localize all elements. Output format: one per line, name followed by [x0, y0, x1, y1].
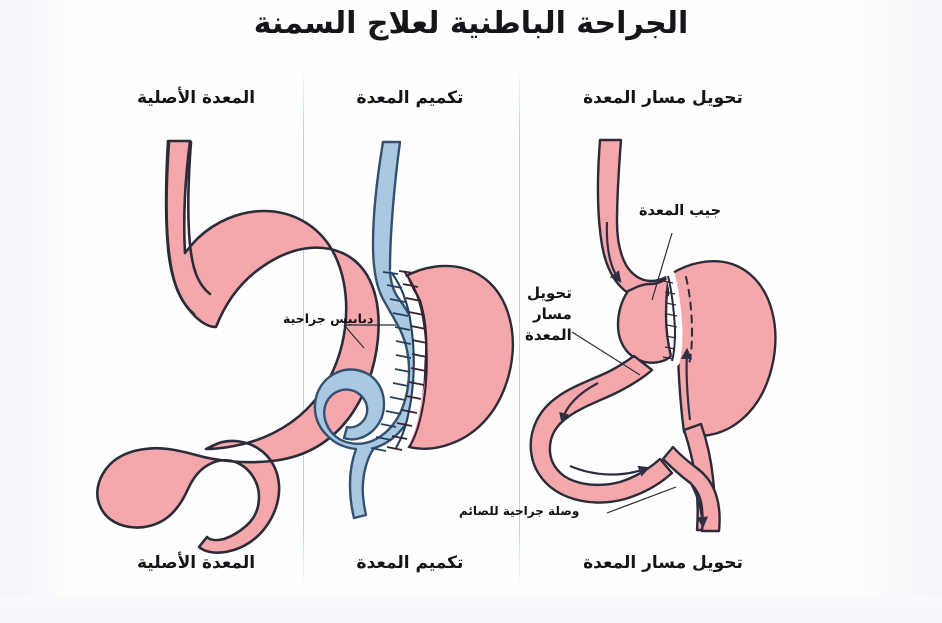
panel-header-normal-stomach: المعدة الأصلية [136, 88, 256, 108]
page-title: الجراحة الباطنية لعلاج السمنة [253, 6, 689, 41]
sleeve-staple-ticks-left [370, 271, 412, 452]
panel-footer-sleeve-gastrectomy: تكميم المعدة [356, 553, 464, 573]
canvas-edge-bottom [0, 596, 942, 623]
sleeve-staple-ticks-right [386, 270, 428, 451]
bypass-flow-arrows [559, 221, 709, 529]
bypass-stomach-remnant [669, 260, 777, 437]
panel-divider-1 [303, 68, 304, 588]
panel-footer-normal-stomach: المعدة الأصلية [136, 553, 256, 573]
bypass-route-leader-line [571, 331, 641, 376]
annotation-surgical-staples: دبابيس جراحية [283, 311, 374, 326]
canvas-edge-left [0, 0, 80, 623]
bypass-resection-gap [665, 269, 683, 367]
sleeve-remaining-tube [313, 140, 425, 520]
annotation-bypass-route-line-3: المعدة [525, 326, 572, 344]
staples-leader-line [343, 324, 396, 349]
annotation-jejunum-anastomosis: وصلة جراحية للصائم [459, 504, 580, 518]
bypass-roux-limb [529, 354, 674, 504]
bypass-gastric-pouch [616, 274, 673, 364]
normal-stomach-outline-group [165, 140, 212, 316]
annotation-bypass-route: تحويل مسار المعدة [525, 283, 572, 346]
panel-divider-2 [519, 68, 520, 588]
illustration-gastric-bypass [529, 138, 777, 533]
illustration-sleeve-gastrectomy [313, 140, 515, 520]
panel-header-gastric-bypass: تحويل مسار المعدة [583, 88, 743, 108]
pouch-leader-line [651, 232, 673, 301]
panel-header-sleeve-gastrectomy: تكميم المعدة [356, 88, 464, 108]
sleeve-resection-gap [390, 266, 425, 454]
canvas-edge-right [836, 0, 942, 623]
bypass-staple-line [667, 275, 677, 362]
illustration-normal-stomach [96, 139, 380, 554]
bypass-common-channel [661, 445, 721, 533]
panel-footer-gastric-bypass: تحويل مسار المعدة [583, 553, 743, 573]
annotation-bypass-route-line-1: تحويل [526, 284, 572, 302]
sleeve-staple-line-left [390, 271, 415, 449]
jejunum-leader-line [606, 486, 677, 514]
sleeve-staple-line-right [403, 270, 428, 449]
annotation-gastric-pouch: جيب المعدة [639, 203, 722, 219]
annotation-bypass-route-line-2: مسار [533, 305, 572, 323]
bypass-staple-ticks [662, 280, 678, 360]
normal-stomach-body [96, 139, 380, 554]
